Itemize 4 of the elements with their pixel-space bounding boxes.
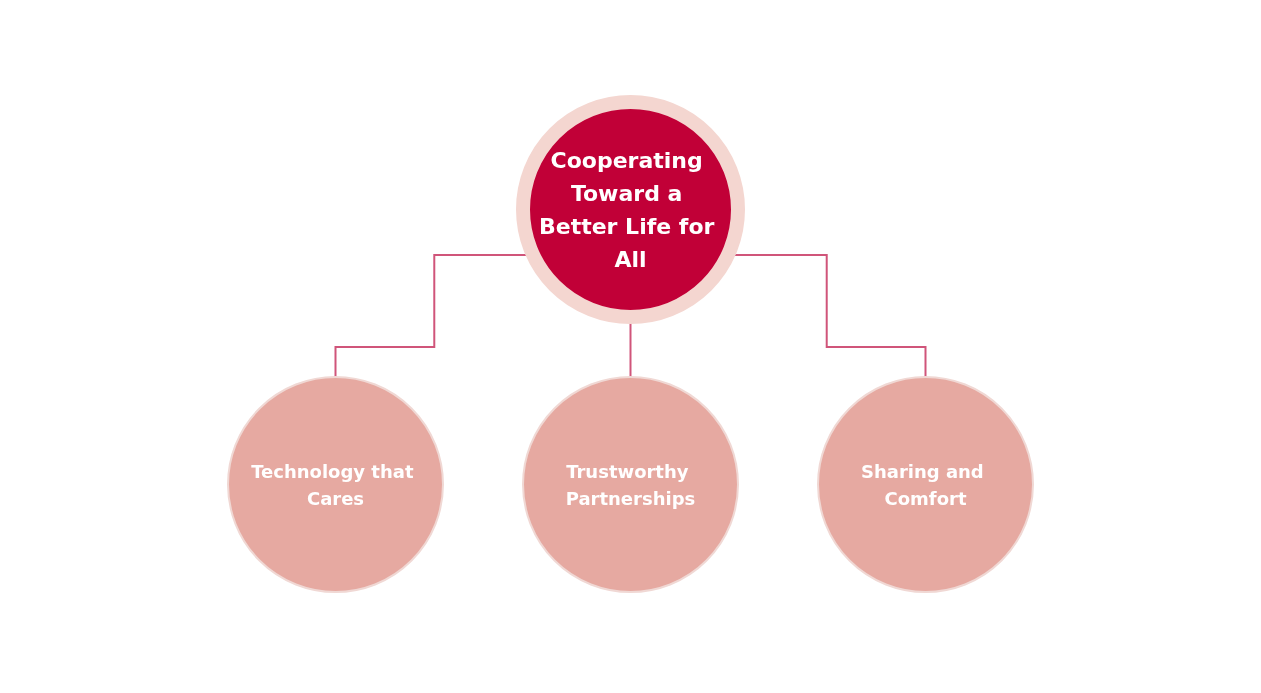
node-circle: Technology that Cares (227, 375, 444, 593)
node-circle: Cooperating Toward a Better Life for All (516, 94, 745, 324)
node-circle: Sharing and Comfort (817, 375, 1034, 593)
node-circle: Trustworthy Partnerships (522, 375, 739, 593)
